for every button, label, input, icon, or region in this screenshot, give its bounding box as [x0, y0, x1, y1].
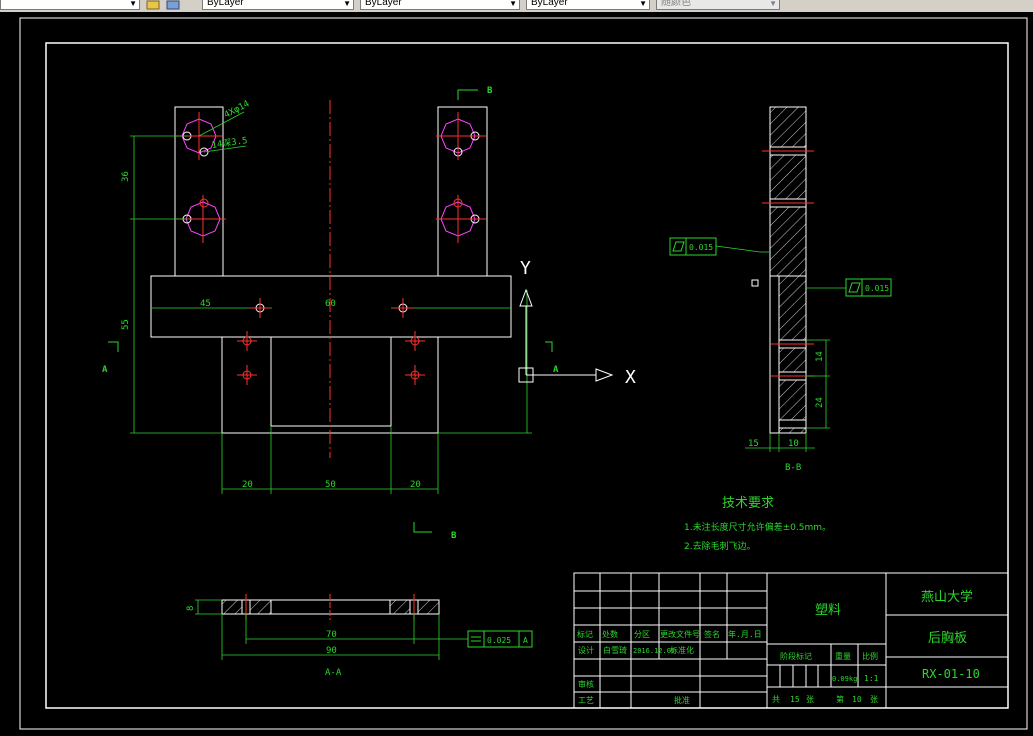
layer-state-icon[interactable] — [146, 0, 160, 10]
section-b-top: B — [487, 86, 493, 96]
dim-10-text: 10 — [788, 439, 799, 449]
parallel-datum: A — [523, 636, 528, 645]
sheets-unit-2: 张 — [870, 695, 878, 704]
rev-header-4: 签名 — [704, 629, 720, 639]
tech-req-title: 技术要求 — [722, 496, 774, 511]
chevron-down-icon[interactable]: ▼ — [509, 0, 517, 8]
ucs-x-label: X — [625, 367, 636, 388]
hole-top-right — [436, 112, 486, 160]
dim-50-text: 50 — [325, 480, 336, 490]
title-block — [573, 572, 1009, 709]
drawing-canvas[interactable]: 36 55 45 60 20 50 20 4Xφ14 14深3.5 B B A … — [0, 12, 1033, 732]
layer-combo[interactable]: ▼ — [0, 0, 140, 10]
rev-header-2: 分区 — [634, 630, 650, 639]
hole-mid-right — [436, 195, 486, 243]
company-text: 燕山大学 — [921, 589, 973, 605]
chevron-down-icon[interactable]: ▼ — [129, 0, 137, 8]
dim-8-text: 8 — [186, 606, 196, 611]
dim-70-text: 70 — [326, 630, 337, 640]
stage-label: 阶段标记 — [780, 651, 812, 661]
tech-req-item-2: 2.去除毛刺飞边。 — [684, 540, 756, 552]
drawing-no-text: RX-01-10 — [922, 667, 980, 681]
lineweight-combo-value: ByLayer — [531, 0, 568, 8]
dim-24-text: 24 — [815, 397, 825, 408]
material-text: 塑料 — [815, 603, 841, 618]
sheets-total-prefix: 共 — [772, 695, 780, 704]
flatness-frame-left: 0.015 — [669, 237, 717, 256]
frame-border — [45, 42, 1009, 709]
dim-90-text: 90 — [326, 646, 337, 656]
side-dimensions — [715, 245, 846, 452]
dim-20a-text: 20 — [242, 480, 253, 490]
designer-name: 白雪琦 — [603, 645, 627, 655]
approve-label: 批准 — [674, 695, 690, 705]
color-combo[interactable]: ByLayer ▼ — [202, 0, 354, 10]
dim-20b-text: 20 — [410, 480, 421, 490]
color-combo-value: ByLayer — [207, 0, 244, 8]
sheet-prefix: 第 — [836, 694, 844, 704]
section-view-aa — [221, 594, 440, 620]
dim-36-text: 36 — [121, 171, 131, 182]
standardize-label: 标准化 — [670, 645, 694, 655]
lineweight-combo[interactable]: ByLayer ▼ — [526, 0, 650, 10]
linetype-combo-value: ByLayer — [365, 0, 402, 8]
rev-header-0: 标记 — [577, 629, 593, 639]
scale-label: 比例 — [862, 651, 878, 661]
review-label: 审核 — [578, 679, 594, 689]
flatness-right-value: 0.015 — [865, 284, 889, 293]
section-marker-lines — [108, 89, 553, 533]
ucs-y-label: Y — [520, 258, 531, 279]
properties-toolbar: ▼ ByLayer ▼ ByLayer ▼ ByLayer ▼ 随颜色 ▼ — [0, 0, 1033, 13]
dim-15-text: 15 — [748, 439, 759, 449]
scale-value: 1:1 — [864, 674, 879, 683]
parallel-value: 0.025 — [487, 636, 511, 645]
section-a-left: A — [102, 365, 108, 375]
chevron-down-icon: ▼ — [769, 0, 777, 8]
linetype-combo[interactable]: ByLayer ▼ — [360, 0, 520, 10]
aa-dimensions — [195, 599, 468, 660]
rev-header-1: 处数 — [602, 629, 618, 639]
process-label: 工艺 — [578, 696, 594, 705]
hole-callout-1: 4Xφ14 — [223, 99, 252, 121]
pickbox-cursor — [751, 279, 759, 287]
weight-label: 重量 — [835, 651, 851, 661]
body-holes — [237, 298, 425, 385]
design-date: 2016.12.07 — [633, 647, 675, 655]
weight-value: 0.09kg — [832, 675, 857, 683]
layer-previous-icon[interactable] — [166, 0, 180, 10]
rev-header-5: 年.月.日 — [728, 629, 762, 639]
right-arm — [437, 106, 488, 277]
ucs-icon — [518, 288, 614, 383]
dim-55-text: 55 — [121, 319, 131, 330]
label-aa: A-A — [325, 668, 342, 678]
sheet-no: 10 — [852, 695, 862, 704]
paper-border — [19, 17, 1028, 730]
side-view-bb — [762, 106, 814, 434]
dim-60-text: 60 — [325, 299, 336, 309]
dim-45-text: 45 — [200, 299, 211, 309]
chevron-down-icon[interactable]: ▼ — [343, 0, 351, 8]
design-label: 设计 — [578, 645, 594, 655]
rev-header-3: 更改文件号 — [660, 629, 700, 639]
part-name-text: 后胸板 — [928, 631, 967, 646]
chevron-down-icon[interactable]: ▼ — [639, 0, 647, 8]
center-slot — [270, 336, 392, 427]
sheets-unit-1: 张 — [806, 695, 814, 704]
tech-req-item-1: 1.未注长度尺寸允许偏差±0.5mm。 — [684, 521, 831, 533]
section-a-right: A — [553, 365, 559, 375]
plotstyle-combo-value: 随颜色 — [661, 0, 691, 8]
hole-callout-2: 14深3.5 — [211, 135, 248, 151]
section-b-bottom: B — [451, 531, 457, 541]
flatness-frame-right: 0.015 — [845, 278, 892, 297]
plotstyle-combo: 随颜色 ▼ — [656, 0, 780, 10]
flatness-left-value: 0.015 — [689, 243, 713, 252]
front-dimensions — [130, 111, 532, 494]
label-bb: B-B — [785, 463, 801, 473]
dim-14-text: 14 — [815, 351, 825, 362]
sheets-total: 15 — [790, 695, 800, 704]
parallel-frame: 0.025 A — [467, 630, 533, 648]
